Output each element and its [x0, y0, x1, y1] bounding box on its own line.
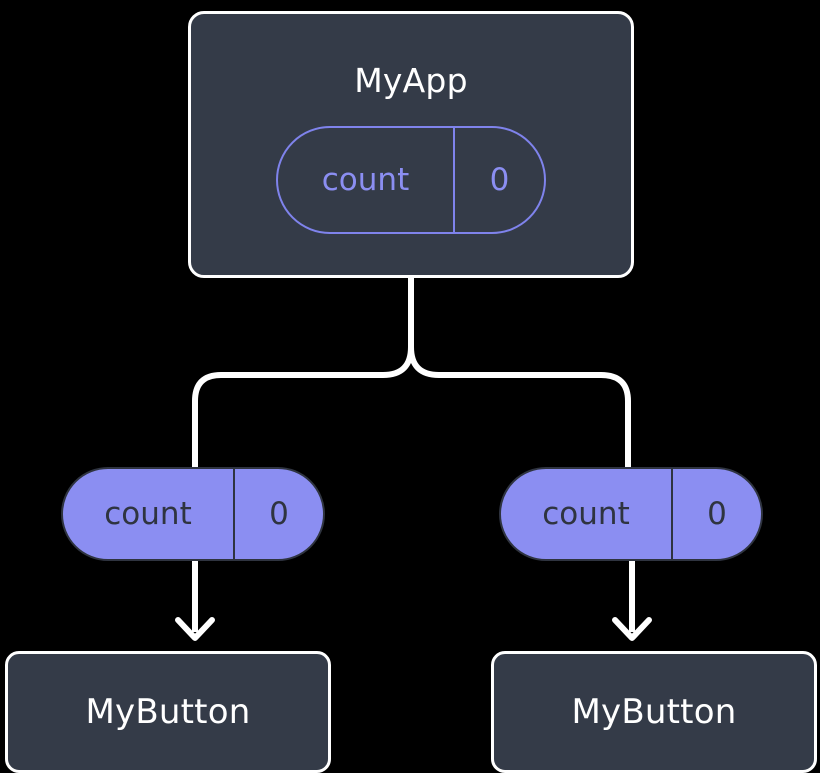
- state-pill-root[interactable]: count 0: [276, 126, 546, 234]
- state-pill-child-left[interactable]: count 0: [61, 467, 325, 561]
- component-node-mybutton-right[interactable]: MyButton: [491, 651, 817, 773]
- state-pill-root-value: 0: [489, 161, 510, 198]
- state-pill-child-left-key: count: [63, 469, 235, 559]
- right-state-arrow-head: [612, 617, 652, 641]
- state-pill-root-key: count: [278, 128, 455, 232]
- state-pill-child-right-value: 0: [707, 495, 727, 532]
- component-node-mybutton-left[interactable]: MyButton: [5, 651, 331, 773]
- left-state-arrow-head: [175, 617, 215, 641]
- state-pill-child-right[interactable]: count 0: [499, 467, 763, 561]
- component-node-mybutton-left-label: MyButton: [85, 692, 251, 732]
- component-node-myapp-label: MyApp: [354, 61, 468, 100]
- component-node-mybutton-right-label: MyButton: [571, 692, 737, 732]
- state-pill-child-left-value: 0: [269, 495, 289, 532]
- state-pill-child-right-key: count: [501, 469, 673, 559]
